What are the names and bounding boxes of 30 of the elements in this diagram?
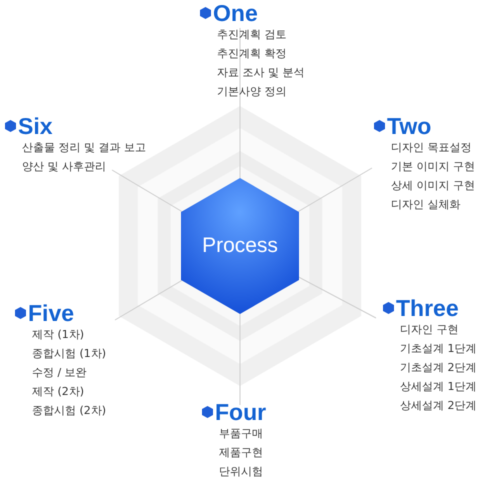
- step-heading: Five: [28, 301, 74, 325]
- task-text: 상세설계 2단계: [400, 398, 476, 414]
- step-heading: Six: [18, 114, 53, 138]
- task-text: 디자인 실체화: [391, 197, 460, 213]
- task-text: 디자인 목표설정: [391, 140, 472, 156]
- task-text: 상세 이미지 구현: [391, 178, 475, 194]
- task-text: 기본 이미지 구현: [391, 159, 475, 175]
- task-text: 추진계획 검토: [217, 27, 286, 43]
- task-text: 종합시험 (2차): [32, 403, 106, 419]
- task-text: 제품구현: [219, 445, 263, 461]
- task-text: 추진계획 확정: [217, 46, 286, 62]
- task-text: 종합시험 (1차): [32, 346, 106, 362]
- task-text: 제작 (1차): [32, 327, 84, 343]
- step-heading: Four: [215, 400, 266, 424]
- task-text: 부품구매: [219, 426, 263, 442]
- step-heading: Three: [396, 296, 459, 320]
- task-text: 단위시험: [219, 464, 263, 480]
- task-text: 기본사양 정의: [217, 84, 286, 100]
- task-text: 디자인 구현: [400, 322, 458, 338]
- center-label: Process: [202, 234, 278, 258]
- step-heading: Two: [387, 114, 432, 138]
- task-text: 산출물 정리 및 결과 보고: [22, 140, 146, 156]
- task-text: 기초설계 2단계: [400, 360, 476, 376]
- task-text: 제작 (2차): [32, 384, 84, 400]
- task-text: 기초설계 1단계: [400, 341, 476, 357]
- task-text: 양산 및 사후관리: [22, 159, 106, 175]
- task-text: 상세설계 1단계: [400, 379, 476, 395]
- task-text: 수정 / 보완: [32, 365, 87, 381]
- step-heading: One: [213, 1, 258, 25]
- task-text: 자료 조사 및 분석: [217, 65, 304, 81]
